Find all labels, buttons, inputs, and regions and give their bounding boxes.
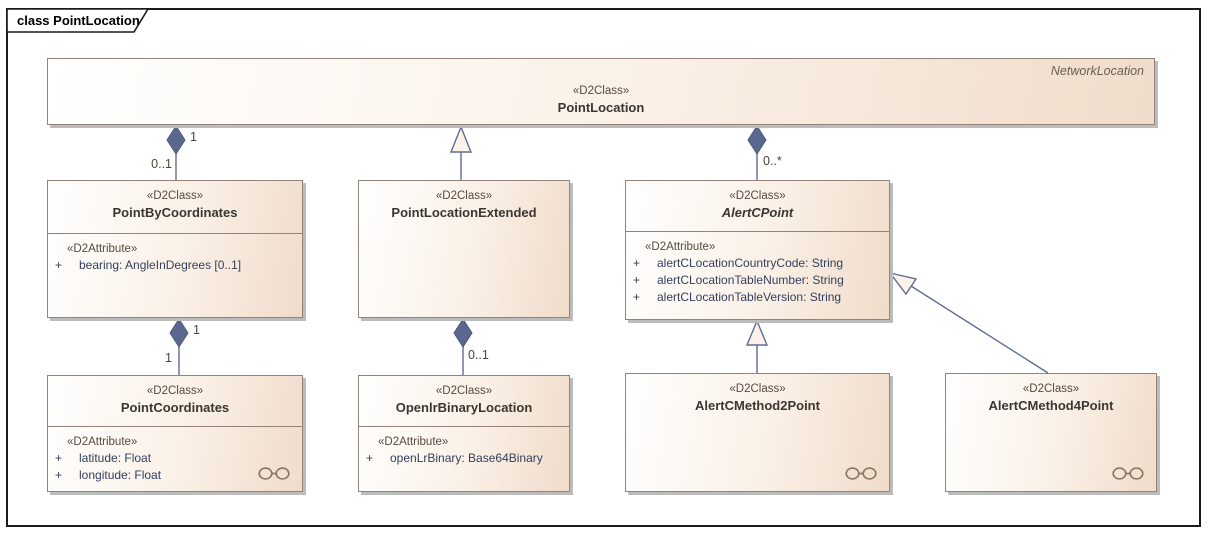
attribute-stereotype: «D2Attribute» bbox=[645, 241, 716, 253]
class-name: PointLocationExtended bbox=[391, 205, 537, 220]
class-stereotype: «D2Class» bbox=[572, 85, 630, 97]
class-name: AlertCPoint bbox=[721, 205, 794, 220]
class-name: PointLocation bbox=[557, 100, 645, 115]
attribute-text: alertCLocationTableVersion: String bbox=[657, 290, 842, 304]
connector-generalization-alertcmethod4point-alertcpoint[interactable] bbox=[888, 271, 1049, 374]
class-stereotype: «D2Class» bbox=[1022, 383, 1080, 395]
connector-generalization-alertcmethod2point-alertcpoint[interactable] bbox=[745, 319, 769, 373]
class-stereotype: «D2Class» bbox=[435, 190, 493, 202]
multiplicity-label: 1 bbox=[193, 323, 200, 337]
attribute-row[interactable]: + openLrBinary: Base64Binary bbox=[359, 450, 569, 467]
attribute-text: alertCLocationTableNumber: String bbox=[657, 273, 844, 287]
multiplicity-label: 1 bbox=[165, 351, 172, 365]
class-stereotype: «D2Class» bbox=[729, 190, 786, 202]
attribute-row[interactable]: + longitude: Float bbox=[48, 467, 302, 484]
chain-link-icon bbox=[258, 467, 290, 480]
class-name: AlertCMethod2Point bbox=[695, 398, 820, 413]
connector-composition-pointlocation-alertcpoint[interactable] bbox=[747, 125, 767, 180]
attribute-text: openLrBinary: Base64Binary bbox=[390, 451, 543, 465]
class-pointlocation[interactable]: NetworkLocation «D2Class» PointLocation bbox=[47, 58, 1155, 125]
attribute-text: longitude: Float bbox=[79, 468, 162, 482]
attribute-row[interactable]: + latitude: Float bbox=[48, 450, 302, 467]
class-openlrbinarylocation[interactable]: «D2Class» OpenlrBinaryLocation «D2Attrib… bbox=[358, 375, 570, 492]
connector-composition-pointlocation-pointbycoordinates[interactable] bbox=[166, 125, 186, 180]
attribute-visibility: + bbox=[55, 258, 63, 272]
attribute-visibility: + bbox=[55, 468, 63, 482]
attribute-stereotype: «D2Attribute» bbox=[67, 436, 138, 448]
class-pointcoordinates[interactable]: «D2Class» PointCoordinates «D2Attribute»… bbox=[47, 375, 303, 492]
class-stereotype: «D2Class» bbox=[146, 190, 204, 202]
frame-title: class PointLocation bbox=[17, 13, 140, 28]
class-name: PointByCoordinates bbox=[112, 205, 238, 220]
attribute-text: alertCLocationCountryCode: String bbox=[657, 256, 844, 270]
multiplicity-label: 0..1 bbox=[468, 348, 489, 362]
chain-link-icon bbox=[1112, 467, 1144, 480]
attribute-visibility: + bbox=[633, 273, 641, 287]
class-stereotype: «D2Class» bbox=[729, 383, 786, 395]
attribute-visibility: + bbox=[633, 256, 641, 270]
attribute-row[interactable]: + bearing: AngleInDegrees [0..1] bbox=[48, 257, 302, 274]
class-stereotype: «D2Class» bbox=[435, 385, 493, 397]
attribute-row[interactable]: + alertCLocationCountryCode: String bbox=[626, 255, 889, 272]
connector-composition-pointbycoordinates-pointcoordinates[interactable] bbox=[169, 318, 189, 375]
class-name: PointCoordinates bbox=[120, 400, 230, 415]
attribute-visibility: + bbox=[633, 290, 641, 304]
multiplicity-label: 1 bbox=[190, 130, 197, 144]
attribute-stereotype: «D2Attribute» bbox=[378, 436, 449, 448]
attribute-text: bearing: AngleInDegrees [0..1] bbox=[79, 258, 242, 272]
class-pointbycoordinates[interactable]: «D2Class» PointByCoordinates «D2Attribut… bbox=[47, 180, 303, 318]
attribute-stereotype: «D2Attribute» bbox=[67, 243, 138, 255]
attribute-row[interactable]: + alertCLocationTableNumber: String bbox=[626, 272, 889, 289]
class-alertcmethod4point[interactable]: «D2Class» AlertCMethod4Point bbox=[945, 373, 1157, 492]
class-pointlocationextended[interactable]: «D2Class» PointLocationExtended bbox=[358, 180, 570, 318]
connector-generalization-pointlocationextended-pointlocation[interactable] bbox=[449, 125, 473, 180]
attribute-text: latitude: Float bbox=[79, 451, 152, 465]
class-name: AlertCMethod4Point bbox=[988, 398, 1114, 413]
class-alertcpoint[interactable]: «D2Class» AlertCPoint «D2Attribute» + al… bbox=[625, 180, 890, 320]
class-stereotype: «D2Class» bbox=[146, 385, 204, 397]
multiplicity-label: 0..1 bbox=[151, 157, 172, 171]
class-name: OpenlrBinaryLocation bbox=[395, 400, 533, 415]
diagram-frame bbox=[6, 8, 1201, 527]
attribute-row[interactable]: + alertCLocationTableVersion: String bbox=[626, 289, 889, 306]
attribute-visibility: + bbox=[366, 451, 374, 465]
class-alertcmethod2point[interactable]: «D2Class» AlertCMethod2Point bbox=[625, 373, 890, 492]
multiplicity-label: 0..* bbox=[763, 154, 782, 168]
attribute-visibility: + bbox=[55, 451, 63, 465]
chain-link-icon bbox=[845, 467, 877, 480]
frame-title-tab bbox=[6, 8, 150, 33]
connector-composition-pointlocationextended-openlrbinarylocation[interactable] bbox=[453, 318, 473, 375]
class-annotation: NetworkLocation bbox=[1050, 64, 1144, 78]
